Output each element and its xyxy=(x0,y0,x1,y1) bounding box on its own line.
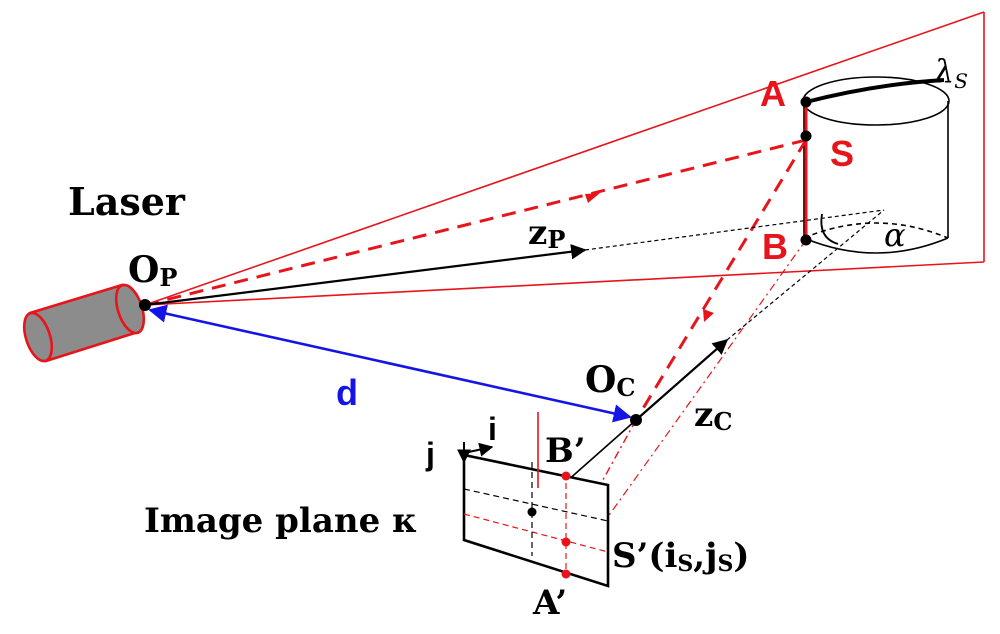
point-op xyxy=(139,299,151,311)
i-axis-arrow xyxy=(463,442,494,457)
baseline-d xyxy=(148,304,632,423)
label-b-prime: B’ xyxy=(545,431,586,471)
label-image-plane: Image plane κ xyxy=(144,501,418,541)
point-b xyxy=(800,234,812,246)
label-zp: zP xyxy=(528,213,565,254)
point-principal xyxy=(527,507,537,517)
reflected-ray-s-to-camera xyxy=(634,139,808,421)
ray-arrow-2 xyxy=(703,309,714,322)
label-oc: OC xyxy=(585,359,635,402)
zp-axis xyxy=(144,244,587,307)
label-zc: zC xyxy=(694,395,732,436)
label-a-prime: A’ xyxy=(532,583,567,623)
laser-light-plane xyxy=(144,11,985,306)
label-i: i xyxy=(488,411,497,447)
ray-arrow-1 xyxy=(585,193,600,203)
zp-axis-extension xyxy=(584,209,885,251)
label-s-prime: S’(iS,jS) xyxy=(612,536,749,577)
point-oc xyxy=(630,414,642,426)
point-s xyxy=(800,130,812,142)
point-a-prime xyxy=(561,569,571,579)
label-j: j xyxy=(425,436,435,472)
label-d: d xyxy=(336,372,358,413)
point-s-prime xyxy=(561,537,571,547)
label-op: OP xyxy=(128,249,177,292)
label-laser: Laser xyxy=(68,179,186,224)
zc-axis-extension xyxy=(726,209,885,341)
label-b: B xyxy=(762,226,788,267)
laser-device xyxy=(22,283,146,363)
image-plane xyxy=(462,412,610,588)
cylinder-object xyxy=(802,76,950,254)
projection-line-red xyxy=(566,419,637,546)
label-s: S xyxy=(830,133,854,174)
point-a xyxy=(800,96,812,108)
laser-ray-to-s xyxy=(144,138,807,307)
lambda-s-curve xyxy=(805,78,945,104)
label-lambda-s: λS xyxy=(932,52,968,93)
label-a: A xyxy=(760,73,786,114)
point-b-prime xyxy=(561,471,571,481)
label-alpha: α xyxy=(884,216,906,254)
zc-axis xyxy=(635,338,729,421)
